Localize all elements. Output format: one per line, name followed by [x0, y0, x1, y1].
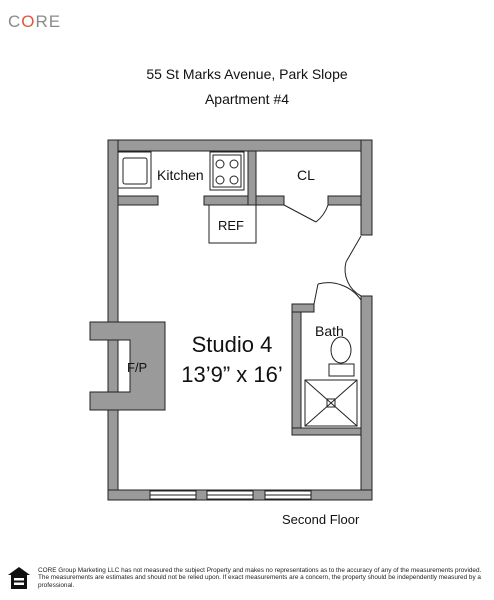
- stove-top: [212, 154, 242, 188]
- entry-door-arc: [344, 261, 362, 297]
- entry-door: [345, 235, 362, 263]
- studio-dimensions: 13’9” x 16’: [181, 362, 283, 387]
- bath-door: [313, 283, 319, 305]
- closet-return-wall: [327, 195, 362, 206]
- bath-door-arc: [317, 282, 362, 301]
- sink-basin: [122, 157, 148, 185]
- walls: [89, 139, 373, 501]
- bath-left-wall: [291, 303, 302, 436]
- fireplace-shape: [89, 321, 166, 411]
- kitchen-counter-wall: [117, 195, 159, 206]
- closet-divider: [247, 150, 257, 206]
- equal-housing-icon: [8, 567, 30, 589]
- toilet-icon: [330, 336, 352, 364]
- top-wall: [107, 139, 373, 152]
- toilet-tank: [328, 363, 355, 377]
- shower-drain: [326, 398, 336, 408]
- refrigerator-icon: [208, 204, 257, 244]
- footer: CORE Group Marketing LLC has not measure…: [0, 562, 494, 600]
- disclaimer-text: CORE Group Marketing LLC has not measure…: [38, 567, 482, 589]
- refrigerator-label: REF: [218, 218, 244, 233]
- studio-name: Studio 4: [192, 332, 273, 357]
- fireplace-hearth: [108, 339, 131, 393]
- core-logo: CORE: [8, 12, 62, 31]
- apartment-title: Apartment #4: [204, 91, 290, 107]
- closet-label: CL: [297, 167, 315, 183]
- kitchen-label: Kitchen: [157, 167, 204, 183]
- bath-bottom-wall: [291, 427, 362, 436]
- burner: [215, 175, 225, 185]
- bath-label: Bath: [315, 323, 344, 339]
- fireplace-label: F/P: [127, 360, 147, 375]
- burner: [229, 175, 239, 185]
- burner: [229, 159, 239, 169]
- closet-door-arc: [315, 204, 329, 223]
- stove-icon: [209, 151, 245, 191]
- closet-door: [283, 204, 317, 223]
- kitchen-right-wall: [203, 195, 285, 206]
- right-wall-lower: [360, 295, 373, 501]
- burner: [215, 159, 225, 169]
- address-title: 55 St Marks Avenue, Park Slope: [146, 66, 348, 82]
- right-wall-upper: [360, 139, 373, 236]
- bath-top-stub: [291, 303, 315, 313]
- floor-label: Second Floor: [282, 512, 360, 527]
- shower-cross: [304, 379, 358, 427]
- left-wall: [107, 139, 119, 501]
